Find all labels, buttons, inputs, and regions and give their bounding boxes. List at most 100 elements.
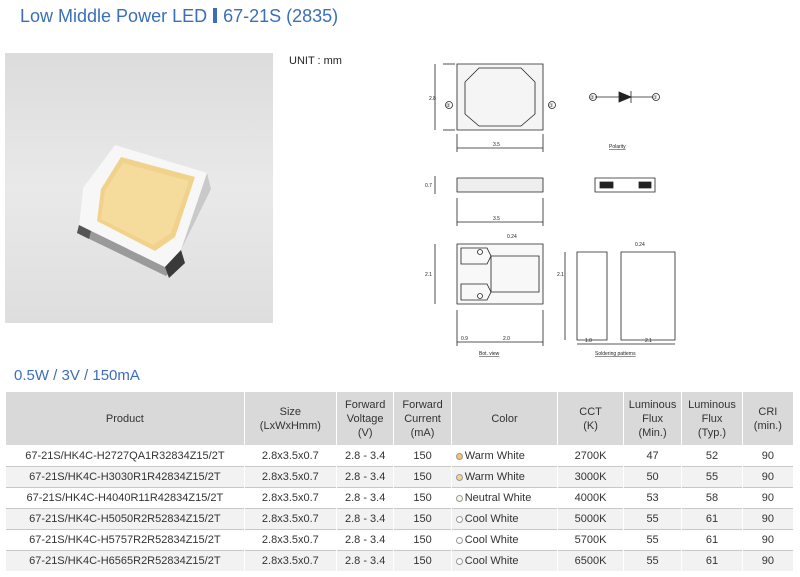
cell-cri: 90 — [741, 487, 795, 509]
dim-2-1b: 2.1 — [557, 272, 564, 278]
col-forward-current: Forward Current (mA) — [393, 391, 452, 446]
cell-cct: 6500K — [557, 550, 624, 571]
cell-color: Cool White — [450, 550, 559, 571]
cell-vf: 2.8 - 3.4 — [335, 487, 395, 509]
color-swatch-icon — [455, 453, 463, 460]
cell-flux-min: 53 — [622, 487, 683, 509]
led-package-image — [77, 145, 211, 278]
cell-if: 150 — [393, 550, 452, 571]
cell-color: Cool White — [450, 508, 559, 530]
color-swatch-icon — [455, 537, 463, 544]
soldering-label: Soldering patterns — [595, 351, 636, 357]
cell-color: Neutral White — [450, 487, 559, 509]
cell-cct: 5000K — [557, 508, 624, 530]
cell-product: 67-21S/HK4C-H6565R2R52834Z15/2T — [5, 550, 245, 571]
cell-cct: 4000K — [557, 487, 624, 509]
dim-0-24: 0.24 — [507, 234, 517, 240]
pin-2-top: ② — [446, 103, 451, 109]
col-cct: CCT (K) — [557, 391, 624, 446]
unit-label: UNIT : mm — [289, 55, 342, 67]
cell-vf: 2.8 - 3.4 — [335, 550, 395, 571]
cell-color: Warm White — [450, 445, 559, 467]
cell-cri: 90 — [741, 508, 795, 530]
col-flux-typ: Luminous Flux (Typ.) — [681, 391, 743, 446]
cell-flux-typ: 61 — [681, 529, 743, 551]
col-product: Product — [5, 391, 245, 446]
cell-flux-typ: 61 — [681, 508, 743, 530]
color-name: Warm White — [464, 450, 525, 462]
cell-size: 2.8x3.5x0.7 — [243, 529, 337, 551]
cell-flux-min: 55 — [622, 508, 683, 530]
dim-2-1c: 2.1 — [645, 338, 652, 344]
cell-size: 2.8x3.5x0.7 — [243, 550, 337, 571]
dimension-drawing: 2.8 3.5 0.7 3.5 0.24 2.1 0.9 2.0 0.24 2.… — [425, 63, 676, 357]
col-cri: CRI (min.) — [741, 391, 795, 446]
pin-1-polarity: ① — [653, 95, 658, 101]
title-separator — [213, 8, 218, 23]
bot-view-label: Bot. view — [479, 351, 500, 357]
color-swatch-icon — [455, 495, 463, 502]
cell-size: 2.8x3.5x0.7 — [243, 487, 337, 509]
dim-0-7: 0.7 — [425, 183, 432, 189]
color-name: Neutral White — [464, 492, 532, 504]
cell-flux-typ: 61 — [681, 550, 743, 571]
cell-size: 2.8x3.5x0.7 — [243, 445, 337, 467]
cell-product: 67-21S/HK4C-H2727QA1R32834Z15/2T — [5, 445, 245, 467]
cell-if: 150 — [393, 445, 452, 467]
dim-2-8: 2.8 — [429, 96, 436, 102]
color-name: Warm White — [464, 471, 525, 483]
col-color: Color — [450, 391, 559, 446]
color-swatch-icon — [455, 474, 463, 481]
cell-color: Warm White — [450, 466, 559, 488]
cell-product: 67-21S/HK4C-H5050R2R52834Z15/2T — [5, 508, 245, 530]
cell-cri: 90 — [741, 445, 795, 467]
cell-cri: 90 — [741, 466, 795, 488]
dim-3-5b: 3.5 — [493, 216, 500, 222]
cell-flux-typ: 52 — [681, 445, 743, 467]
dim-1-0: 1.0 — [585, 338, 592, 344]
title-model: 67-21S (2835) — [223, 6, 339, 26]
cell-if: 150 — [393, 508, 452, 530]
dim-0-9: 0.9 — [461, 336, 468, 342]
cell-flux-typ: 58 — [681, 487, 743, 509]
cell-cct: 2700K — [557, 445, 624, 467]
title-main: Low Middle Power LED — [20, 6, 208, 26]
page-title: Low Middle Power LED 67-21S (2835) — [20, 6, 338, 27]
cell-vf: 2.8 - 3.4 — [335, 529, 395, 551]
cell-size: 2.8x3.5x0.7 — [243, 508, 337, 530]
cell-if: 150 — [393, 466, 452, 488]
dim-3-5: 3.5 — [493, 142, 500, 148]
cell-product: 67-21S/HK4C-H3030R1R42834Z15/2T — [5, 466, 245, 488]
cell-color: Cool White — [450, 529, 559, 551]
color-name: Cool White — [464, 513, 519, 525]
cell-product: 67-21S/HK4C-H4040R11R42834Z15/2T — [5, 487, 245, 509]
cell-flux-min: 55 — [622, 529, 683, 551]
pin-1-top: ① — [549, 103, 554, 109]
dim-0-24b: 0.24 — [635, 242, 645, 248]
cell-cri: 90 — [741, 550, 795, 571]
cell-cct: 5700K — [557, 529, 624, 551]
polarity-label: Polarity — [609, 144, 626, 150]
col-forward-voltage: Forward Voltage (V) — [335, 391, 395, 446]
cell-if: 150 — [393, 487, 452, 509]
electrical-spec-subtitle: 0.5W / 3V / 150mA — [14, 367, 140, 384]
cell-cct: 3000K — [557, 466, 624, 488]
dim-2-0: 2.0 — [503, 336, 510, 342]
col-size: Size (LxWxHmm) — [243, 391, 337, 446]
color-swatch-icon — [455, 516, 463, 523]
color-name: Cool White — [464, 534, 519, 546]
pin-2-polarity: ② — [590, 95, 595, 101]
product-spec-table: Product Size (LxWxHmm) Forward Voltage (… — [5, 391, 795, 571]
cell-product: 67-21S/HK4C-H5757R2R52834Z15/2T — [5, 529, 245, 551]
cell-flux-min: 47 — [622, 445, 683, 467]
table-header-row: Product Size (LxWxHmm) Forward Voltage (… — [5, 391, 795, 446]
dim-2-1: 2.1 — [425, 272, 432, 278]
color-swatch-icon — [455, 558, 463, 565]
cell-flux-min: 50 — [622, 466, 683, 488]
col-flux-min: Luminous Flux (Min.) — [622, 391, 683, 446]
cell-vf: 2.8 - 3.4 — [335, 445, 395, 467]
